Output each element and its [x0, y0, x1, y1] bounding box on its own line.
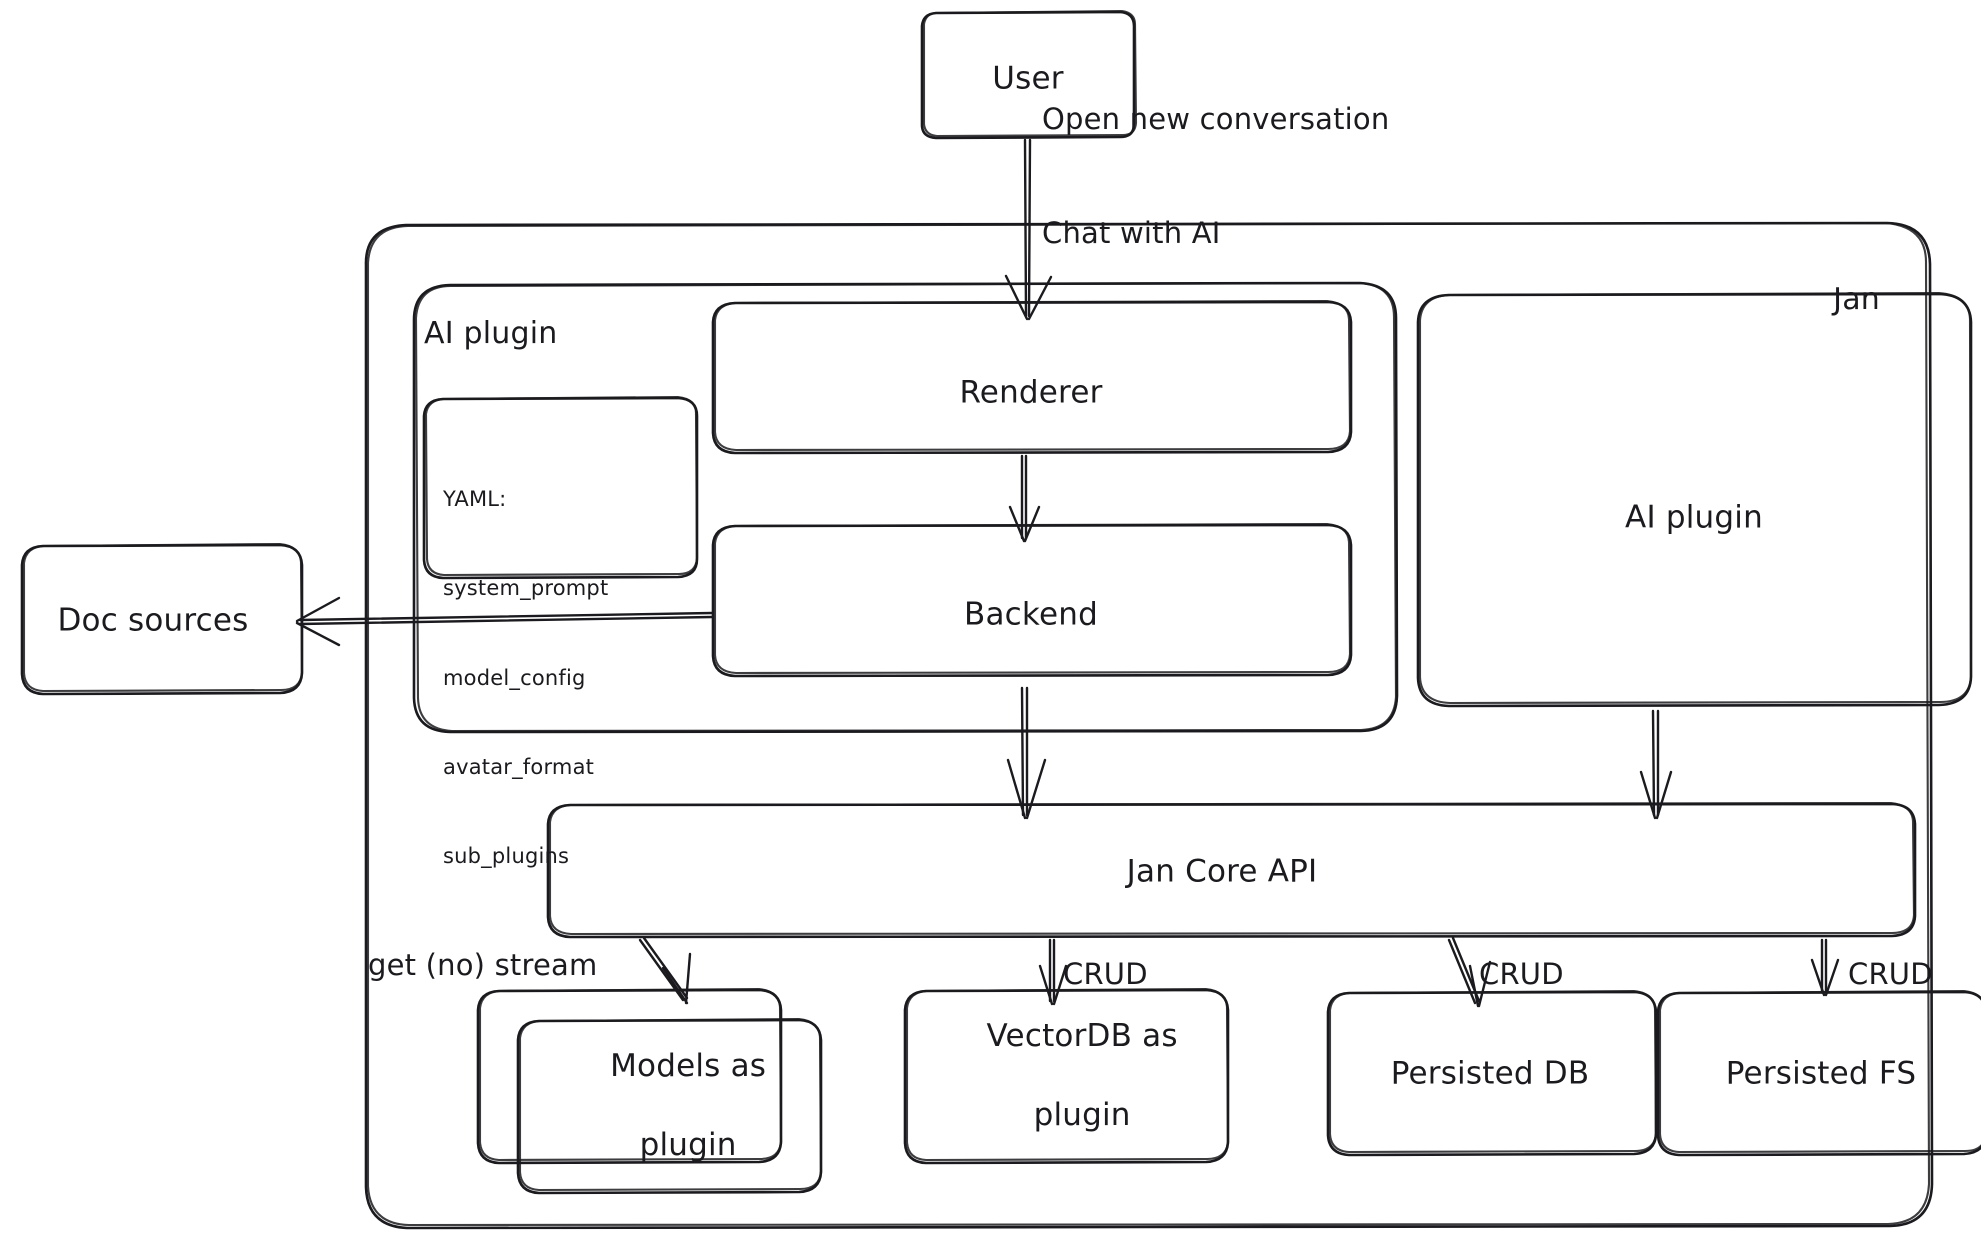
node-yaml-card[interactable]	[424, 397, 699, 578]
node-jan-core-api[interactable]	[548, 805, 1916, 937]
edge-backend-to-jan-core-api	[1006, 686, 1047, 820]
yaml-key-sub-plugins: sub_plugins	[443, 844, 570, 869]
edge-jan-core-api-to-persisted-fs	[1810, 938, 1840, 997]
edge-label-user-to-renderer: Open new conversation Chat with AI	[1042, 23, 1389, 329]
node-ai-plugin[interactable]	[1418, 295, 1973, 707]
vectordb-label-line-2: plugin	[1033, 1096, 1131, 1133]
node-label-doc-sources[interactable]: Doc sources	[57, 602, 249, 639]
node-user[interactable]	[908, 13, 1136, 127]
yaml-key-system-prompt: system_prompt	[443, 576, 609, 601]
edge-label-crud-vectordb: CRUD	[1063, 956, 1148, 991]
yaml-heading: YAML:	[443, 486, 507, 511]
node-label-persisted-fs[interactable]: Persisted FS	[1725, 1055, 1917, 1092]
node-persisted-db[interactable]	[1328, 993, 1657, 1155]
container-label-jan: Jan	[1833, 282, 1880, 318]
vectordb-label-line-1: VectorDB as	[986, 1017, 1178, 1054]
container-label-ai-plugin-group: AI plugin	[424, 316, 558, 352]
node-label-renderer[interactable]: Renderer	[959, 374, 1103, 411]
node-backend[interactable]	[713, 526, 1352, 676]
edge-label-line-1: Open new conversation	[1042, 101, 1390, 136]
node-doc-sources[interactable]	[22, 546, 303, 694]
yaml-card-text: YAML: system_prompt model_config avatar_…	[443, 425, 608, 932]
node-label-jan-core-api[interactable]: Jan Core API	[1126, 853, 1318, 890]
edge-label-get-no-stream: get (no) stream	[368, 947, 598, 982]
models-label-line-1: Models as	[610, 1047, 767, 1084]
node-label-models-as-plugin[interactable]: Models as plugin	[570, 1007, 766, 1205]
models-label-line-2: plugin	[639, 1126, 737, 1163]
edge-label-crud-persisted-db: CRUD	[1479, 956, 1564, 991]
node-renderer[interactable]	[713, 303, 1352, 453]
node-label-vectordb-as-plugin[interactable]: VectorDB as plugin	[946, 977, 1178, 1175]
node-label-backend[interactable]: Backend	[964, 596, 1098, 633]
node-label-user[interactable]: User	[992, 60, 1064, 97]
node-models-as-plugin[interactable]	[478, 991, 822, 1173]
yaml-key-model-config: model_config	[443, 665, 586, 690]
node-persisted-fs[interactable]	[1658, 993, 1981, 1155]
edge-label-crud-persisted-fs: CRUD	[1848, 956, 1933, 991]
yaml-key-avatar-format: avatar_format	[443, 754, 595, 779]
node-label-ai-plugin[interactable]: AI plugin	[1625, 499, 1763, 536]
edge-ai-plugin-to-jan-core-api	[1639, 709, 1673, 820]
node-label-persisted-db[interactable]: Persisted DB	[1390, 1055, 1590, 1092]
node-vectordb-as-plugin[interactable]	[905, 991, 1229, 1163]
edge-label-line-2: Chat with AI	[1042, 216, 1221, 251]
